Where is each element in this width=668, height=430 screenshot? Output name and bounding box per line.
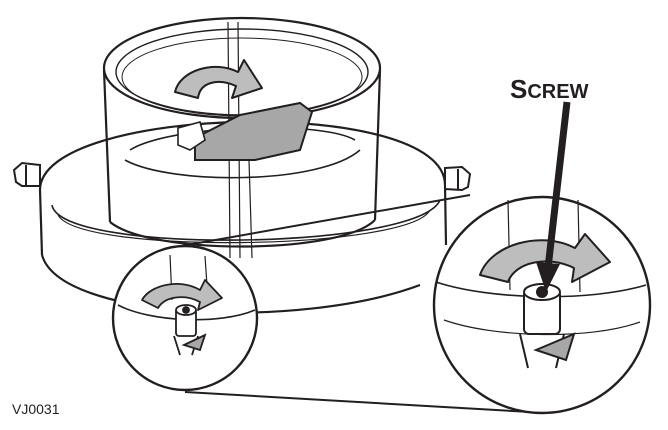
curved-arrow-icon xyxy=(174,59,263,99)
large-detail-circle xyxy=(432,195,652,415)
figure-id: VJ0031 xyxy=(12,401,60,417)
screw-post-large xyxy=(519,283,576,369)
small-detail-circle xyxy=(111,244,259,392)
callout-rest: CREW xyxy=(527,81,588,103)
down-arrow-icon xyxy=(536,101,571,292)
screw-post-small xyxy=(173,304,207,356)
screw-callout-label: SCREW xyxy=(510,74,589,104)
callout-initial: S xyxy=(510,74,527,104)
right-tab xyxy=(444,165,472,192)
left-tab xyxy=(12,161,41,187)
zoom-connector-lines xyxy=(169,194,531,413)
blade xyxy=(177,101,314,161)
